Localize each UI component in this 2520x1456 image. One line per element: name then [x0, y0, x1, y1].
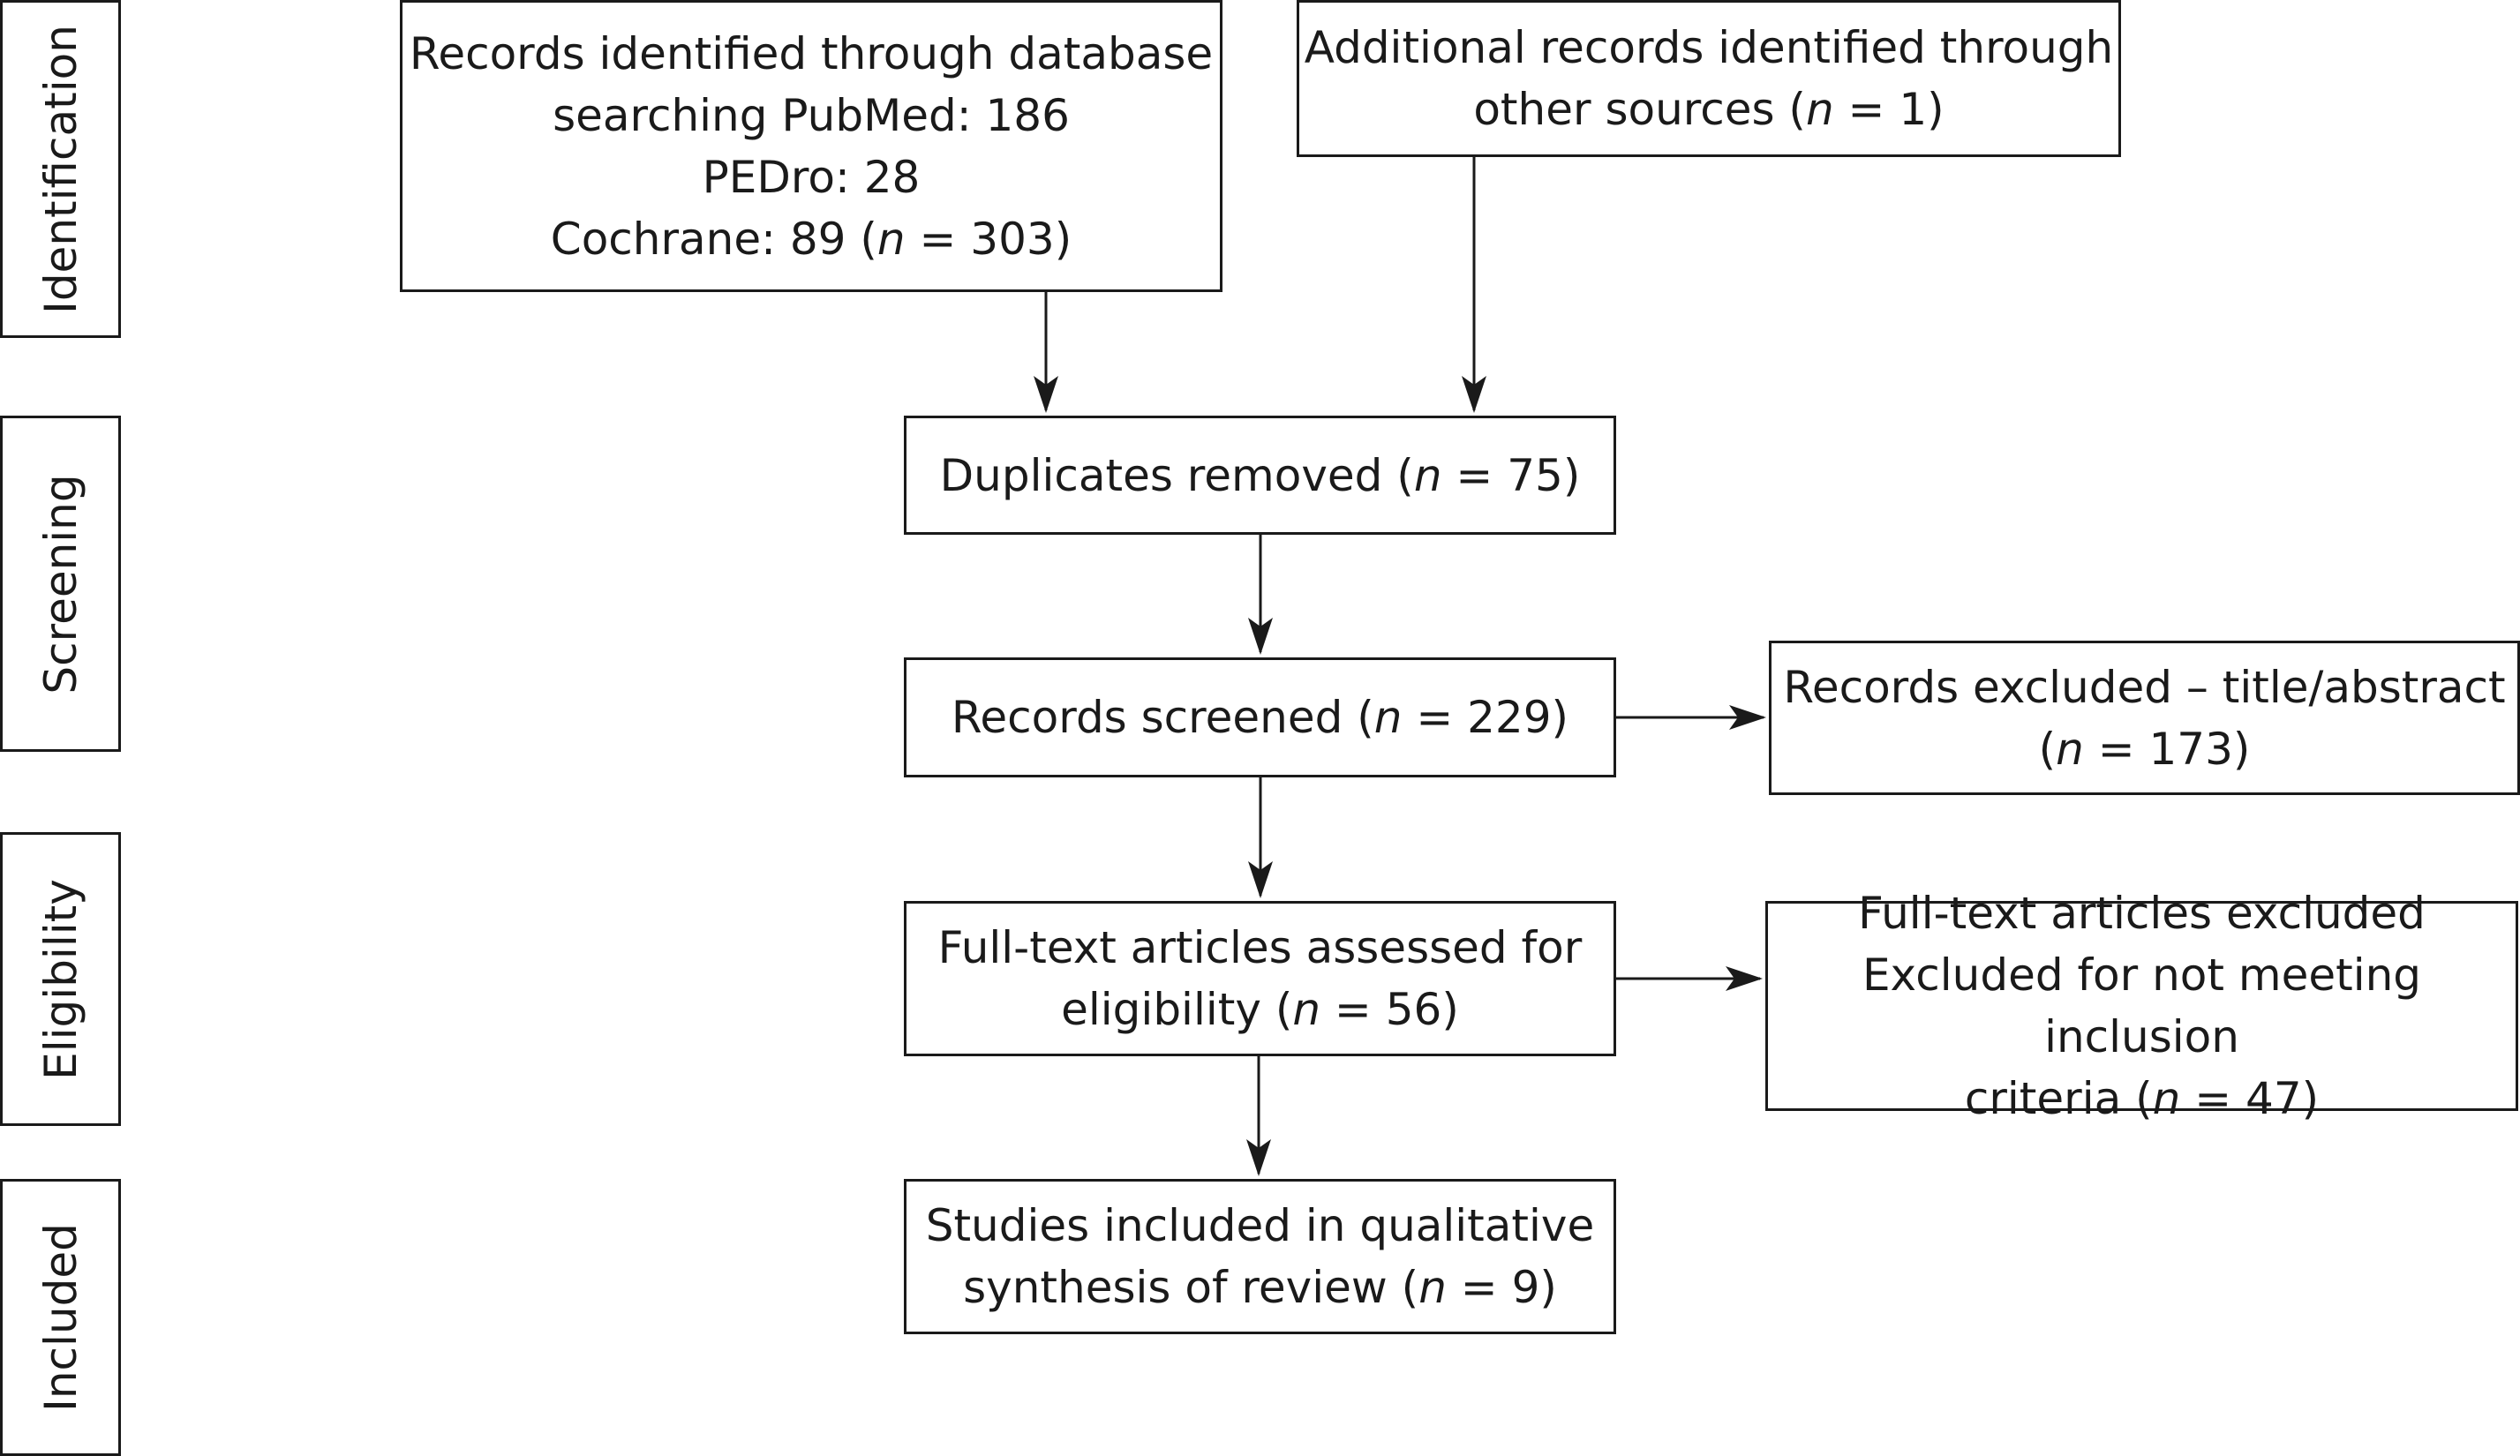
- studies-included-line-2: synthesis of review (n = 9): [963, 1262, 1557, 1313]
- fulltext-excluded-line-1: Full-text articles excluded: [1858, 888, 2426, 939]
- database-search-line-2: searching PubMed: 186: [553, 89, 1070, 141]
- fulltext-assessed-line-1: Full-text articles assessed for: [937, 922, 1583, 973]
- studies-included-box: Studies included in qualitative synthesi…: [904, 1179, 1616, 1334]
- database-search-line-4: Cochrane: 89 (n = 303): [550, 213, 1072, 265]
- database-search-line-3: PEDro: 28: [702, 151, 921, 203]
- other-sources-line-1: Additional records identified through: [1304, 22, 2114, 73]
- stage-included: Included: [0, 1179, 121, 1456]
- fulltext-excluded-line-2: Excluded for not meeting inclusion: [1862, 949, 2422, 1062]
- stage-identification: Identification: [0, 0, 121, 338]
- records-screened-line-1: Records screened (n = 229): [951, 692, 1569, 743]
- arrowhead-screened-to-assessed: [1248, 861, 1273, 898]
- stage-screening: Screening: [0, 416, 121, 752]
- studies-included-line-1: Studies included in qualitative: [925, 1200, 1595, 1251]
- other-sources-line-2: other sources (n = 1): [1473, 84, 1945, 135]
- other-sources-box: Additional records identified through ot…: [1297, 0, 2121, 157]
- arrowhead-other-to-duplicates: [1462, 376, 1486, 413]
- arrowhead-duplicates-to-screened: [1248, 618, 1273, 655]
- arrowhead-assessed-to-included: [1246, 1139, 1271, 1176]
- fulltext-excluded-line-3: criteria (n = 47): [1964, 1073, 2320, 1124]
- fulltext-assessed-box: Full-text articles assessed for eligibil…: [904, 901, 1616, 1056]
- arrowhead-assessed-to-excluded: [1726, 966, 1763, 991]
- arrowhead-database-to-duplicates: [1034, 376, 1058, 413]
- fulltext-excluded-box: Full-text articles excluded Excluded for…: [1765, 888, 2518, 1124]
- arrowhead-screened-to-excluded: [1729, 705, 1766, 730]
- database-search-box: Records identified through database sear…: [400, 0, 1222, 292]
- records-excluded-line-2: (n = 173): [2038, 723, 2251, 775]
- stage-eligibility: Eligibility: [0, 832, 121, 1126]
- database-search-line-1: Records identified through database: [409, 27, 1214, 79]
- duplicates-removed-line-1: Duplicates removed (n = 75): [939, 449, 1581, 501]
- records-excluded-box: Records excluded – title/abstract (n = 1…: [1769, 641, 2520, 795]
- records-excluded-line-1: Records excluded – title/abstract: [1783, 661, 2506, 713]
- records-screened-box: Records screened (n = 229): [904, 657, 1616, 777]
- fulltext-assessed-line-2: eligibility (n = 56): [1061, 984, 1459, 1035]
- duplicates-removed-box: Duplicates removed (n = 75): [904, 416, 1616, 535]
